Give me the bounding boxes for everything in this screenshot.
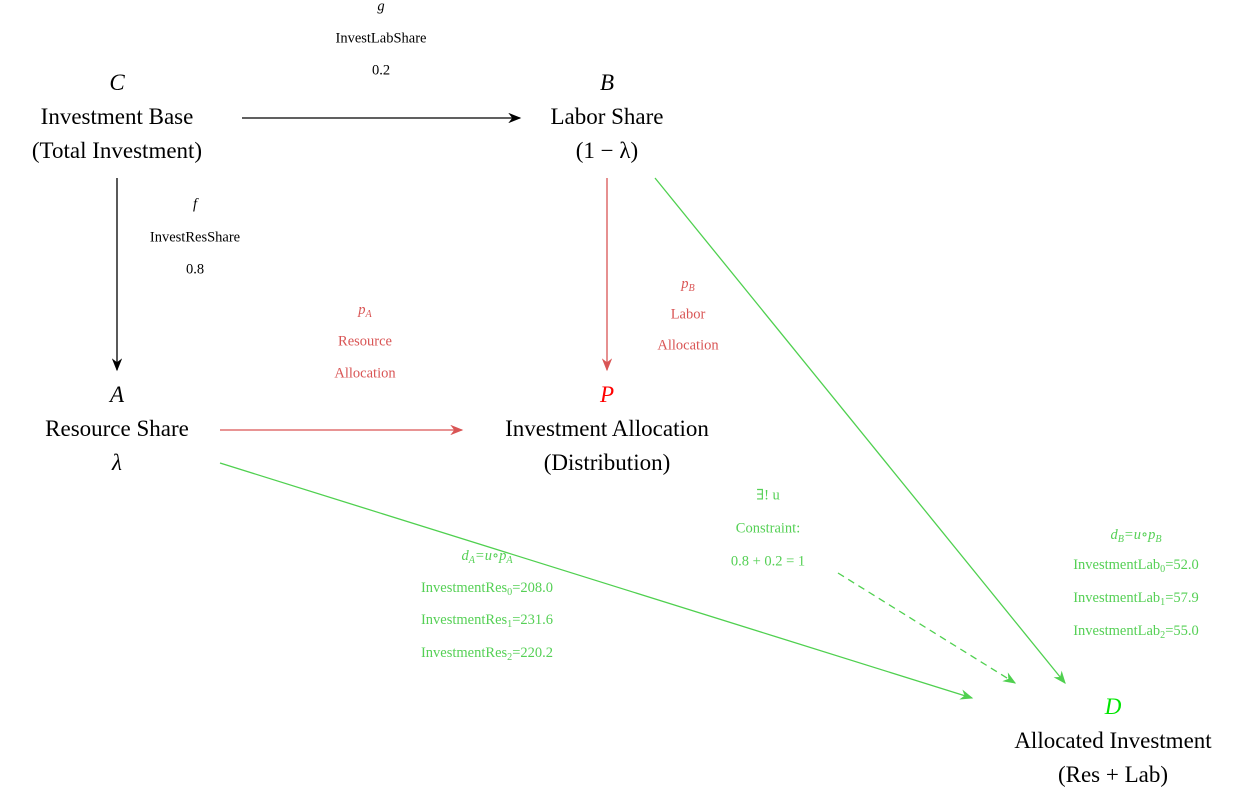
edge-da-formula: dA=u∘pA [461,548,513,566]
edge-pa-symbol: pA [358,302,372,320]
edge-g-symbol: g [377,0,385,15]
edge-pb-symbol: pB [681,276,695,294]
edge-f-value: 0.8 [185,261,205,278]
arrow-b-to-d [654,177,1066,685]
node-b-subtitle: (1 − λ) [575,138,639,163]
node-c-symbol: C [109,70,125,95]
edge-db-row: InvestmentLab2=55.0 [1073,623,1199,641]
node-d-title: Allocated Investment [1014,728,1212,753]
edge-f-name: InvestResShare [149,229,241,246]
node-a-subtitle: λ [112,450,122,475]
edge-db-row: InvestmentLab0=52.0 [1073,557,1199,575]
edge-da-row: InvestmentRes1=231.6 [420,612,554,630]
node-b-title: Labor Share [550,104,664,129]
edge-pa-line1: Resource [338,333,392,350]
arrow-u-to-d-dashed [837,572,1017,684]
edge-pb-line1: Labor [670,306,706,323]
node-p-symbol: P [599,382,615,407]
edge-da-row: InvestmentRes2=220.2 [420,645,554,663]
edge-pa-line2: Allocation [334,365,396,382]
edge-db-formula: dB=u∘pB [1110,527,1162,545]
edge-db-row: InvestmentLab1=57.9 [1073,590,1199,608]
node-b-symbol: B [599,70,615,95]
edge-pb-line2: Allocation [657,337,719,354]
edge-f-symbol: f [192,196,198,213]
edge-g-name: InvestLabShare [335,30,427,47]
edge-g-value: 0.2 [371,62,391,79]
node-c-subtitle: (Total Investment) [31,138,203,163]
node-p-title: Investment Allocation [505,416,709,441]
node-d-symbol: D [1104,694,1122,719]
node-p-subtitle: (Distribution) [543,450,671,475]
edge-da-row: InvestmentRes0=208.0 [420,580,554,598]
edge-u-line2: 0.8 + 0.2 = 1 [730,553,806,570]
node-c-title: Investment Base [40,104,194,129]
node-d-subtitle: (Res + Lab) [1057,762,1169,787]
node-a-symbol: A [109,382,125,407]
edge-u-line1: Constraint: [735,520,801,537]
arrow-a-to-d [219,462,974,700]
edge-u-symbol: ∃! u [756,487,780,504]
node-a-title: Resource Share [45,416,189,441]
